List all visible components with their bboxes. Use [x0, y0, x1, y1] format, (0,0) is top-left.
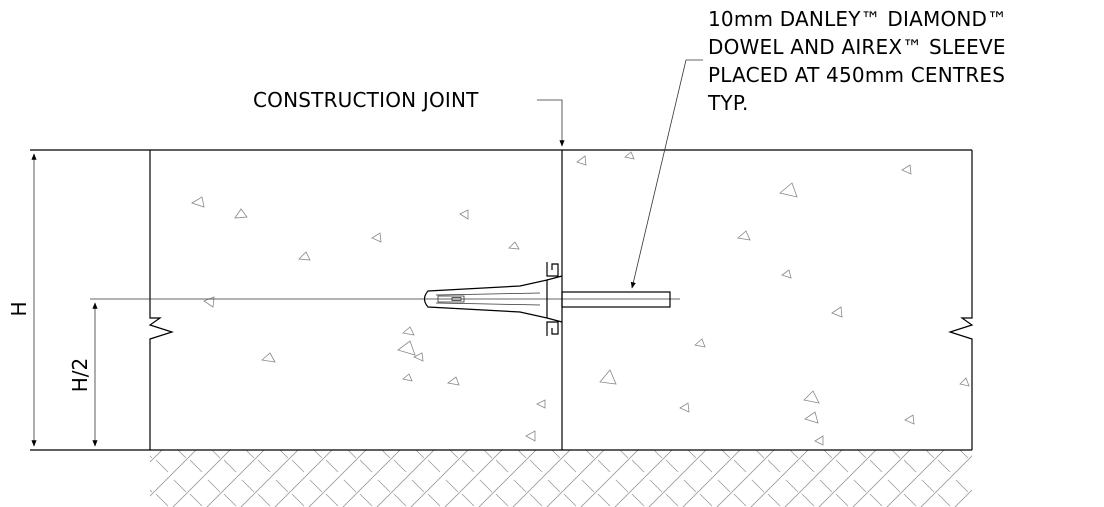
dimension-h-label: H — [7, 301, 31, 316]
construction-joint-callout: CONSTRUCTION JOINT — [253, 88, 565, 147]
dowel-sleeve-assembly — [90, 262, 680, 336]
sleeve-clip-bottom — [546, 317, 563, 336]
concrete-slab — [30, 149, 974, 451]
sub-base — [150, 450, 972, 507]
dowel-callout: 10mm DANLEY™ DIAMOND™ DOWEL AND AIREX™ S… — [630, 7, 1007, 289]
dimension-h-half-label: H/2 — [68, 358, 92, 393]
dowel-label-line-3: PLACED AT 450mm CENTRES — [708, 63, 1005, 87]
right-break-line — [948, 150, 974, 450]
dowel-label-line-4: TYP. — [707, 91, 749, 115]
aggregate-texture — [191, 151, 970, 446]
construction-joint-label: CONSTRUCTION JOINT — [253, 88, 479, 112]
left-break-line — [148, 150, 174, 450]
dimension-h-half: H/2 — [68, 302, 98, 447]
dowel-label-line-2: DOWEL AND AIREX™ SLEEVE — [708, 35, 1006, 59]
airex-sleeve — [423, 279, 548, 319]
dimension-h: H — [7, 153, 37, 447]
dowel-label-line-1: 10mm DANLEY™ DIAMOND™ — [708, 7, 1007, 31]
dowel-bar — [561, 291, 671, 308]
sleeve-clip-top — [546, 262, 563, 281]
